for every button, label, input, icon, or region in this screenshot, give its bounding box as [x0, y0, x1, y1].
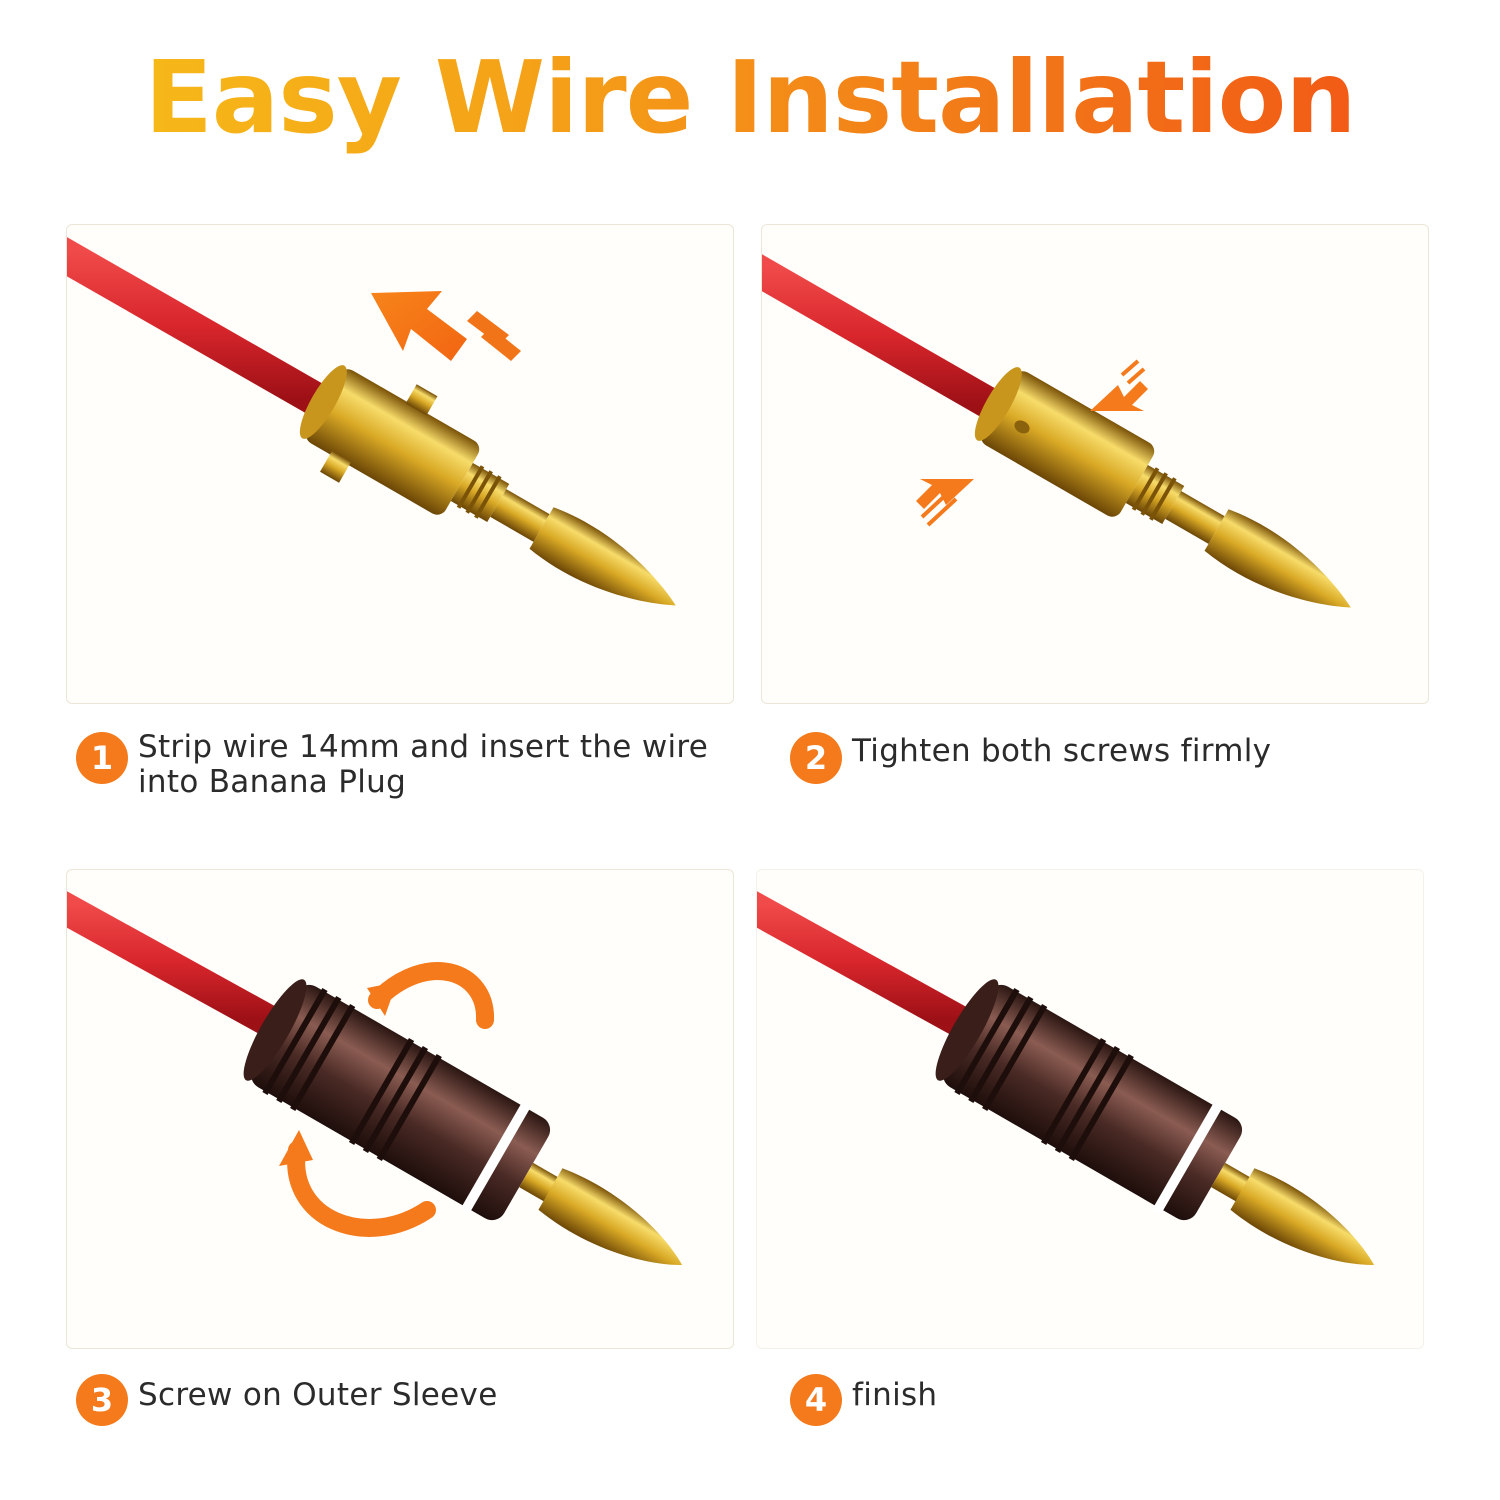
- insert-arrow-icon: [371, 291, 521, 361]
- step-number-badge: 4: [790, 1374, 842, 1426]
- page-title: Easy Wire Installation: [0, 38, 1500, 158]
- step-number-badge: 1: [76, 732, 128, 784]
- step-4-caption: 4 finish: [790, 1374, 1450, 1426]
- step-1-image: [66, 224, 734, 704]
- step-3-caption: 3 Screw on Outer Sleeve: [76, 1374, 736, 1426]
- press-arrow-icon: [916, 359, 1148, 527]
- step-4-image: [756, 869, 1424, 1349]
- step-2-caption: 2 Tighten both screws firmly: [790, 732, 1470, 784]
- step-number-badge: 2: [790, 732, 842, 784]
- banana-plug-icon: [762, 254, 1351, 608]
- step-2-image: [761, 224, 1429, 704]
- step-3-text: Screw on Outer Sleeve: [138, 1377, 498, 1413]
- step-1-text: Strip wire 14mm and insert the wire into…: [138, 729, 709, 800]
- banana-plug-icon: [67, 237, 676, 606]
- banana-plug-icon: [757, 891, 1375, 1266]
- step-2-text: Tighten both screws firmly: [852, 733, 1272, 769]
- rotate-arrow-icon: [279, 962, 494, 1237]
- banana-plug-icon: [67, 891, 683, 1266]
- step-1-caption: 1 Strip wire 14mm and insert the wire in…: [76, 729, 736, 800]
- step-number-badge: 3: [76, 1374, 128, 1426]
- step-3-image: [66, 869, 734, 1349]
- step-4-text: finish: [852, 1377, 938, 1413]
